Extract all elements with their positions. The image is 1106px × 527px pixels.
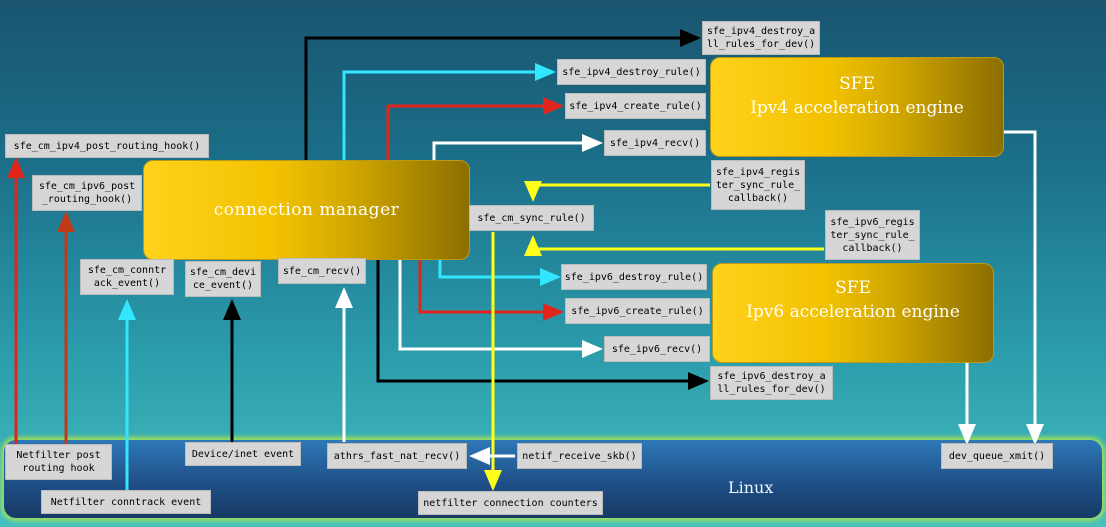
device-event-label: sfe_cm_devi ce_event() (185, 261, 261, 297)
netfilter-conn-counters-label: netfilter connection counters (418, 491, 603, 515)
netif-receive-skb-label: netif_receive_skb() (517, 443, 642, 469)
ipv6-create-rule-label: sfe_ipv6_create_rule() (565, 298, 710, 324)
arrow-cm-to-ipv4-destroy-all (304, 29, 701, 160)
ipv6-destroy-all-label: sfe_ipv6_destroy_a ll_rules_for_dev() (710, 366, 833, 400)
arrow-cm-to-ipv4-recv (432, 134, 603, 160)
cm-recv-label: sfe_cm_recv() (278, 258, 366, 284)
arrow-cm-to-ipv4-create-rule (386, 97, 564, 160)
ipv6-register-sync-label: sfe_ipv6_regis ter_sync_rule_ callback() (825, 210, 920, 260)
ipv4-post-routing-hook-label: sfe_cm_ipv4_post_routing_hook() (5, 134, 209, 158)
ipv4-register-sync-label: sfe_ipv4_regis ter_sync_rule_ callback() (711, 160, 805, 210)
ipv6-engine-box: SFE Ipv6 acceleration engine (712, 263, 994, 363)
ipv6-post-routing-hook-label: sfe_cm_ipv6_post _routing_hook() (32, 175, 142, 211)
ipv4-recv-label: sfe_ipv4_recv() (604, 130, 706, 156)
arrow-ipv4-engine-to-xmit (1003, 130, 1044, 445)
ipv6-engine-subtitle: Ipv6 acceleration engine (746, 302, 960, 322)
ipv4-engine-box: SFE Ipv4 acceleration engine (710, 57, 1004, 157)
ipv6-engine-title: SFE (835, 278, 871, 298)
connection-manager-box: connection manager (143, 160, 470, 260)
ipv4-create-rule-label: sfe_ipv4_create_rule() (565, 93, 706, 119)
ipv4-engine-subtitle: Ipv4 acceleration engine (750, 98, 964, 118)
dev-queue-xmit-label: dev_queue_xmit() (941, 443, 1053, 469)
connection-manager-title: connection manager (213, 200, 400, 220)
ipv6-recv-label: sfe_ipv6_recv() (604, 336, 710, 362)
arrow-ipv6-sync-to-sync-rule (524, 235, 824, 256)
arrow-cm-to-ipv6-destroy-rule (438, 260, 561, 286)
ipv6-destroy-rule-label: sfe_ipv6_destroy_rule() (561, 264, 707, 290)
ipv4-engine-title: SFE (839, 74, 875, 94)
linux-label: Linux (728, 478, 774, 497)
conntrack-event-label: sfe_cm_conntr ack_event() (80, 259, 174, 295)
sync-rule-label: sfe_cm_sync_rule() (469, 205, 594, 231)
arrow-cm-to-ipv6-destroy-all (376, 260, 709, 390)
arrow-cm-to-ipv6-create-rule (418, 260, 564, 321)
device-inet-event-label: Device/inet event (185, 442, 301, 466)
arrow-ipv4-sync-to-sync-rule (524, 181, 710, 202)
arrow-cm-to-ipv6-recv (398, 260, 603, 358)
ipv4-destroy-rule-label: sfe_ipv4_destroy_rule() (557, 59, 706, 85)
netfilter-post-routing-label: Netfilter post routing hook (5, 444, 112, 480)
netfilter-conntrack-label: Netfilter conntrack event (41, 490, 211, 514)
athrs-fast-nat-recv-label: athrs_fast_nat_recv() (327, 443, 467, 469)
ipv4-destroy-all-label: sfe_ipv4_destroy_a ll_rules_for_dev() (702, 21, 820, 55)
arrow-cm-to-ipv4-destroy-rule (342, 63, 556, 160)
